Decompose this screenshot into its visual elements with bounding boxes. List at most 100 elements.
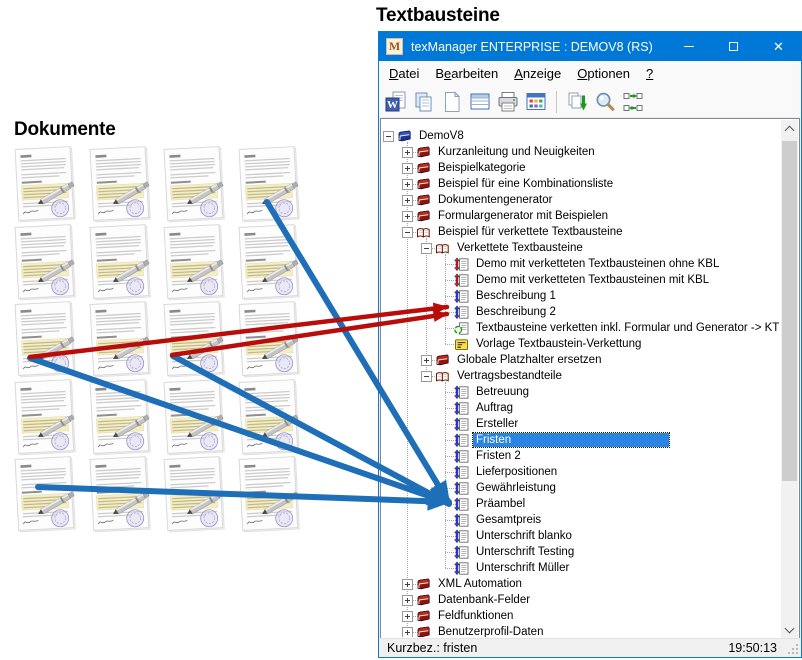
tree-item-beschreibung-2[interactable]: Beschreibung 2	[382, 304, 781, 320]
tree-item-label: Demo mit verketteten Textbausteinen mit …	[476, 274, 710, 286]
tree-item-kurzanleitung-und-neuigkeiten[interactable]: Kurzanleitung und Neuigkeiten	[382, 144, 781, 160]
minimize-button[interactable]	[666, 32, 711, 61]
minimize-icon	[683, 46, 694, 47]
collapse-toggle-icon[interactable]	[383, 130, 394, 142]
maximize-button[interactable]	[711, 32, 756, 61]
close-button[interactable]: ✕	[756, 32, 801, 61]
document-thumbnail	[87, 378, 162, 459]
tree-item-demov8[interactable]: DemoV8	[382, 128, 781, 144]
document-thumbnail	[161, 146, 236, 226]
tree-item-unterschrift-testing[interactable]: Unterschrift Testing	[382, 544, 781, 560]
title-bar: M texManager ENTERPRISE : DEMOV8 (RS) ✕	[379, 32, 801, 61]
tree-item-demo-mit-verketteten-textbausteinen-ohne-kbl[interactable]: Demo mit verketteten Textbausteinen ohne…	[382, 256, 781, 272]
expand-toggle-icon[interactable]	[402, 594, 413, 606]
collapse-toggle-icon[interactable]	[421, 242, 432, 254]
expand-toggle-icon[interactable]	[402, 210, 413, 222]
scroll-down-button[interactable]	[781, 621, 798, 638]
tree-item-label: Fristen 2	[476, 450, 521, 462]
tree-item-lieferpositionen[interactable]: Lieferpositionen	[382, 464, 781, 480]
category-view-icon[interactable]	[523, 89, 549, 115]
new-word-document-icon[interactable]: W	[383, 89, 409, 115]
svg-text:W: W	[387, 99, 398, 111]
tree-item-praambel[interactable]: Präambel	[382, 496, 781, 512]
tree-item-unterschrift-blanko[interactable]: Unterschrift blanko	[382, 528, 781, 544]
tree-item-label: Beispielkategorie	[438, 162, 526, 174]
menu-item-datei[interactable]: Datei	[389, 66, 420, 81]
expand-toggle-icon[interactable]	[402, 178, 413, 190]
tree-item-fristen-2[interactable]: Fristen 2	[382, 448, 781, 464]
scroll-up-button[interactable]	[781, 120, 798, 137]
tree-item-beispiel-fur-verkettete-textbausteine[interactable]: Beispiel für verkettete Textbausteine	[382, 224, 781, 240]
book-red-icon	[416, 577, 431, 592]
resize-grip[interactable]	[788, 644, 798, 654]
tree-item-beispielkategorie[interactable]: Beispielkategorie	[382, 160, 781, 176]
expand-toggle-icon[interactable]	[402, 162, 413, 174]
tree-item-vertragsbestandteile[interactable]: Vertragsbestandteile	[382, 368, 781, 384]
tree-item-auftrag[interactable]: Auftrag	[382, 400, 781, 416]
menu-item-bearbeiten[interactable]: Bearbeiten	[435, 66, 499, 81]
tree-item-globale-platzhalter-ersetzen[interactable]: Globale Platzhalter ersetzen	[382, 352, 781, 368]
tree-item-gesamtpreis[interactable]: Gesamtpreis	[382, 512, 781, 528]
expand-toggle-icon[interactable]	[421, 354, 432, 366]
scrollbar-thumb[interactable]	[782, 141, 797, 481]
collapse-toggle-icon[interactable]	[402, 226, 413, 238]
expand-toggle-icon[interactable]	[402, 194, 413, 206]
list-view-icon[interactable]	[467, 89, 493, 115]
tree-item-label: Feldfunktionen	[438, 610, 514, 622]
book-red-icon	[416, 177, 431, 192]
tree-item-dokumentengenerator[interactable]: Dokumentengenerator	[382, 192, 781, 208]
expand-toggle-icon[interactable]	[402, 610, 413, 622]
tree-item-label: Benutzerprofil-Daten	[438, 626, 544, 637]
tree-item-beschreibung-1[interactable]: Beschreibung 1	[382, 288, 781, 304]
tree-connector-stub	[445, 520, 456, 521]
kt-blue-icon	[454, 496, 469, 512]
tree-item-label: Verkettete Textbausteine	[457, 242, 583, 254]
copy-icon[interactable]	[411, 89, 437, 115]
book-red-icon	[416, 145, 431, 160]
tree-item-feldfunktionen[interactable]: Feldfunktionen	[382, 608, 781, 624]
tree-item-demo-mit-verketteten-textbausteinen-mit-kbl[interactable]: Demo mit verketteten Textbausteinen mit …	[382, 272, 781, 288]
tree-item-label: XML Automation	[438, 578, 522, 590]
tree-item-benutzerprofil-daten[interactable]: Benutzerprofil-Daten	[382, 624, 781, 637]
tree-item-label: Beispiel für eine Kombinationsliste	[438, 178, 614, 190]
tree-item-textbausteine-verketten-inkl-formular-und-generator-kt[interactable]: Textbausteine verketten inkl. Formular u…	[382, 320, 781, 336]
collapse-toggle-icon[interactable]	[421, 370, 432, 382]
tree-item-label: Textbausteine verketten inkl. Formular u…	[476, 322, 780, 334]
new-document-icon[interactable]	[439, 89, 465, 115]
tree-connector-stub	[445, 552, 456, 553]
menu-item-optionen[interactable]: Optionen	[577, 66, 631, 81]
tree-item-label: Auftrag	[476, 402, 514, 414]
expand-toggle-icon[interactable]	[402, 146, 413, 158]
tree-item-beispiel-fur-eine-kombinationsliste[interactable]: Beispiel für eine Kombinationsliste	[382, 176, 781, 192]
print-icon[interactable]	[495, 89, 521, 115]
tree-item-betreuung[interactable]: Betreuung	[382, 384, 781, 400]
toolbar-separator	[556, 90, 557, 113]
expand-toggle-icon[interactable]	[402, 578, 413, 590]
tree-item-vorlage-textbaustein-verkettung[interactable]: Vorlage Textbaustein-Verkettung	[382, 336, 781, 352]
menu-item-help[interactable]: ?	[646, 66, 654, 81]
kt-blue-icon	[454, 464, 469, 480]
search-icon[interactable]	[592, 89, 618, 115]
app-window: M texManager ENTERPRISE : DEMOV8 (RS) ✕ …	[378, 31, 802, 658]
expand-toggle-icon[interactable]	[402, 626, 413, 637]
tree-item-label: Kurzanleitung und Neuigkeiten	[438, 146, 595, 158]
book-open-icon	[435, 369, 450, 384]
transfer-icon[interactable]	[620, 89, 646, 115]
tree-item-formulargenerator-mit-beispielen[interactable]: Formulargenerator mit Beispielen	[382, 208, 781, 224]
document-thumbnail	[12, 456, 87, 536]
tree-item-ersteller[interactable]: Ersteller	[382, 416, 781, 432]
document-thumbnail	[161, 378, 236, 459]
export-download-icon[interactable]	[564, 89, 590, 115]
menu-item-anzeige[interactable]: Anzeige	[514, 66, 562, 81]
tree-item-unterschrift-muller[interactable]: Unterschrift Müller	[382, 560, 781, 576]
kt-red-icon	[454, 256, 469, 272]
tree-item-xml-automation[interactable]: XML Automation	[382, 576, 781, 592]
tree-item-datenbank-felder[interactable]: Datenbank-Felder	[382, 592, 781, 608]
tree-item-gewahrleistung[interactable]: Gewährleistung	[382, 480, 781, 496]
vertical-scrollbar[interactable]	[781, 120, 798, 638]
tree-item-fristen[interactable]: Fristen	[382, 432, 781, 448]
tree-item-verkettete-textbausteine[interactable]: Verkettete Textbausteine	[382, 240, 781, 256]
window-title: texManager ENTERPRISE : DEMOV8 (RS)	[411, 39, 653, 54]
